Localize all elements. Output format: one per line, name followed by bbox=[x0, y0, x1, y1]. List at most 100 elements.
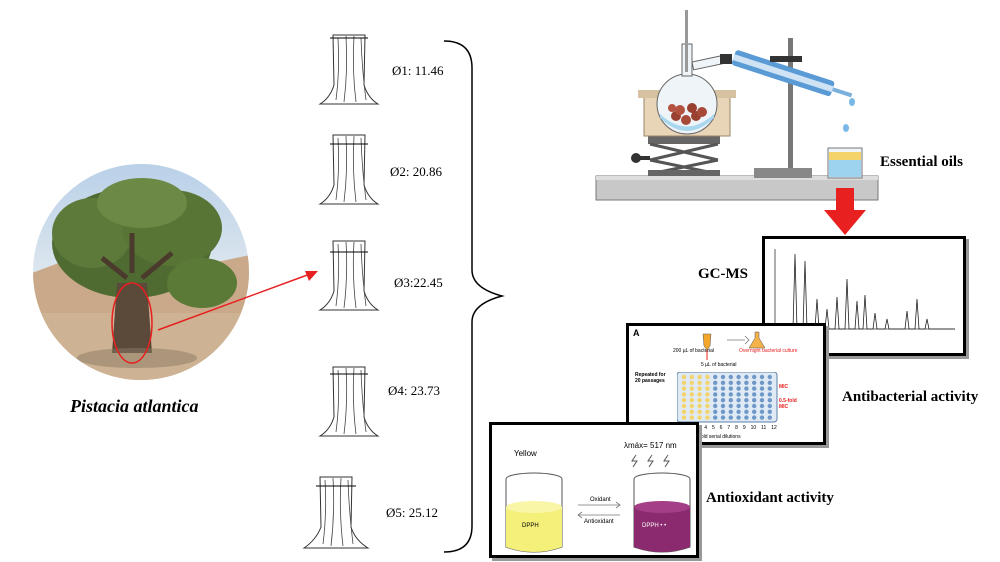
col-5: 5 bbox=[711, 425, 715, 431]
well bbox=[681, 403, 687, 409]
oxidant-label: Oxidant bbox=[590, 497, 611, 503]
well bbox=[705, 386, 710, 391]
well bbox=[752, 380, 757, 385]
well bbox=[713, 398, 718, 403]
well bbox=[744, 415, 749, 420]
well bbox=[736, 398, 741, 403]
col-7: 7 bbox=[727, 425, 731, 431]
well bbox=[681, 398, 687, 403]
culture-tubes-icon bbox=[702, 331, 766, 360]
well bbox=[736, 415, 741, 420]
well bbox=[713, 409, 718, 414]
well bbox=[759, 398, 765, 403]
well bbox=[744, 403, 749, 409]
tree-photo bbox=[32, 163, 250, 381]
trunk-3-diameter: Ø3:22.45 bbox=[394, 275, 443, 290]
well bbox=[744, 392, 749, 397]
well bbox=[689, 403, 694, 409]
transfer-label: 5 µL of bacterial bbox=[701, 362, 737, 368]
antioxidant-label: Antioxidant activity bbox=[706, 490, 834, 506]
well bbox=[752, 403, 757, 409]
well bbox=[689, 398, 694, 403]
dpph-radical-label: DPPH • • bbox=[642, 523, 667, 529]
well bbox=[752, 392, 757, 397]
trunk-5 bbox=[300, 472, 372, 559]
well bbox=[728, 374, 733, 380]
well bbox=[689, 415, 694, 420]
well bbox=[697, 380, 702, 385]
well bbox=[759, 403, 765, 409]
well bbox=[767, 374, 772, 380]
well bbox=[697, 392, 702, 397]
repeat-label: Repeated for 20 passages bbox=[635, 372, 666, 384]
well bbox=[752, 386, 757, 391]
col-8: 8 bbox=[735, 425, 738, 431]
well bbox=[728, 403, 733, 409]
well bbox=[736, 403, 741, 409]
well bbox=[736, 374, 741, 380]
well bbox=[720, 398, 726, 403]
well bbox=[705, 380, 710, 385]
well bbox=[736, 380, 741, 385]
well bbox=[728, 415, 733, 420]
dpph-label: DPPH bbox=[522, 523, 539, 529]
well bbox=[744, 386, 749, 391]
col-9: 9 bbox=[742, 425, 746, 431]
dilutions-label: 2-fold serial dilutions bbox=[695, 434, 741, 440]
well bbox=[705, 374, 710, 380]
species-name: Pistacia atlantica bbox=[70, 396, 199, 416]
well bbox=[752, 415, 757, 420]
well bbox=[736, 409, 741, 414]
well bbox=[681, 415, 687, 420]
well bbox=[713, 392, 718, 397]
well bbox=[681, 374, 687, 380]
antioxidant-panel: Yellow λmáx= 517 nm Oxidant Antioxidant … bbox=[489, 422, 699, 558]
col-10: 10 bbox=[750, 425, 757, 431]
panel-letter: A bbox=[633, 328, 640, 338]
well bbox=[681, 392, 687, 397]
well bbox=[759, 392, 765, 397]
well bbox=[744, 409, 749, 414]
well bbox=[705, 409, 710, 414]
well bbox=[728, 392, 733, 397]
well bbox=[744, 380, 749, 385]
tree-to-trunk-arrow bbox=[157, 271, 318, 331]
well bbox=[752, 409, 757, 414]
yellow-label: Yellow bbox=[514, 449, 537, 458]
lambda-label: λmáx= 517 nm bbox=[624, 441, 677, 450]
well bbox=[720, 380, 726, 385]
well bbox=[759, 409, 765, 414]
well bbox=[705, 392, 710, 397]
trunk-5-diameter: Ø5: 25.12 bbox=[386, 505, 438, 520]
well bbox=[681, 380, 687, 385]
well bbox=[705, 403, 710, 409]
antibacterial-label: Antibacterial activity bbox=[842, 389, 979, 405]
trunk-2 bbox=[318, 130, 380, 215]
trunk-3 bbox=[318, 236, 380, 321]
light-icon bbox=[631, 454, 670, 468]
gcms-label: GC-MS bbox=[698, 266, 748, 282]
distillation-apparatus bbox=[592, 4, 882, 209]
well bbox=[767, 392, 772, 397]
well bbox=[697, 398, 702, 403]
well bbox=[767, 415, 772, 420]
well bbox=[689, 392, 694, 397]
well bbox=[681, 409, 687, 414]
well bbox=[728, 386, 733, 391]
col-6: 6 bbox=[719, 425, 723, 431]
well bbox=[759, 415, 765, 420]
well bbox=[744, 398, 749, 403]
well bbox=[736, 386, 741, 391]
well bbox=[767, 386, 772, 391]
well bbox=[767, 409, 772, 414]
well bbox=[689, 380, 694, 385]
bacterial-volume-label: 200 µL of bacterial bbox=[673, 348, 715, 354]
well bbox=[689, 386, 694, 391]
well bbox=[689, 409, 694, 414]
well bbox=[720, 409, 726, 414]
mic-label: MIC bbox=[779, 384, 789, 390]
well bbox=[759, 374, 765, 380]
well bbox=[697, 386, 702, 391]
trunk-2-diameter: Ø2: 20.86 bbox=[390, 164, 442, 179]
grouping-brace bbox=[443, 40, 505, 553]
